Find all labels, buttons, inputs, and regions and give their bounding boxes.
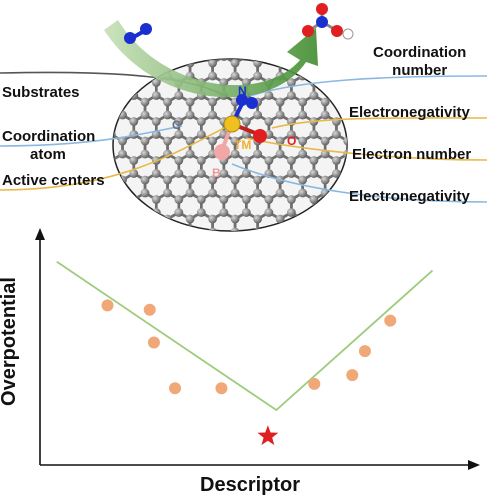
data-point	[308, 377, 321, 390]
reaction-arrow	[104, 20, 318, 98]
x-axis-title: Descriptor	[200, 474, 301, 496]
x-axis-arrowhead	[468, 460, 480, 470]
carbon-label: C	[172, 118, 181, 132]
data-point	[384, 314, 397, 327]
data-point	[358, 345, 371, 358]
electronegativity-label-1: Electronegativity	[349, 104, 470, 121]
active-centers-line	[0, 123, 233, 191]
coordination-number-line	[249, 75, 487, 97]
y-axis-title: Overpotential	[0, 277, 20, 406]
data-point	[143, 303, 156, 316]
oxygen-atom	[253, 129, 267, 143]
electron-number-line	[245, 137, 487, 161]
boron-label: B	[212, 166, 221, 180]
data-point	[215, 382, 228, 395]
data-point	[101, 299, 114, 312]
electronegativity-label-2: Electronegativity	[349, 188, 470, 205]
electron-number-label: Electron number	[352, 146, 472, 163]
oxygen-label: O	[287, 134, 297, 148]
electronegativity-line-2	[231, 163, 487, 203]
right-connectors	[231, 75, 487, 203]
data-point	[169, 382, 182, 395]
y-axis-arrowhead	[35, 228, 45, 240]
metal-label: TM	[234, 138, 252, 152]
electronegativity-line-1	[271, 117, 487, 129]
volcano-plot	[35, 228, 480, 470]
nitrogen-label: N	[238, 84, 247, 98]
metal-atom	[223, 115, 241, 133]
active-site	[214, 94, 267, 160]
data-point	[346, 369, 359, 382]
nitrate-molecule	[302, 3, 354, 40]
coordination-atom-line2: atom	[30, 146, 66, 163]
substrates-label: Substrates	[2, 84, 80, 101]
coordination-number-label: Coordination number	[373, 44, 466, 80]
coordination-atom-line1: Coordination	[2, 128, 96, 145]
coordination-atom-line	[0, 125, 183, 147]
coordination-number-line1: Coordination	[373, 44, 467, 61]
coordination-atom-label: Coordination atom	[2, 128, 95, 164]
volcano-trend-line	[56, 261, 434, 412]
n2-molecule	[124, 23, 152, 44]
coordination-number-line2: number	[392, 62, 448, 79]
nitrogen-atom	[236, 94, 248, 106]
boron-atom	[214, 144, 230, 160]
optimum-star-icon	[257, 425, 279, 446]
active-centers-label: Active centers	[2, 172, 105, 189]
data-point	[147, 336, 160, 349]
